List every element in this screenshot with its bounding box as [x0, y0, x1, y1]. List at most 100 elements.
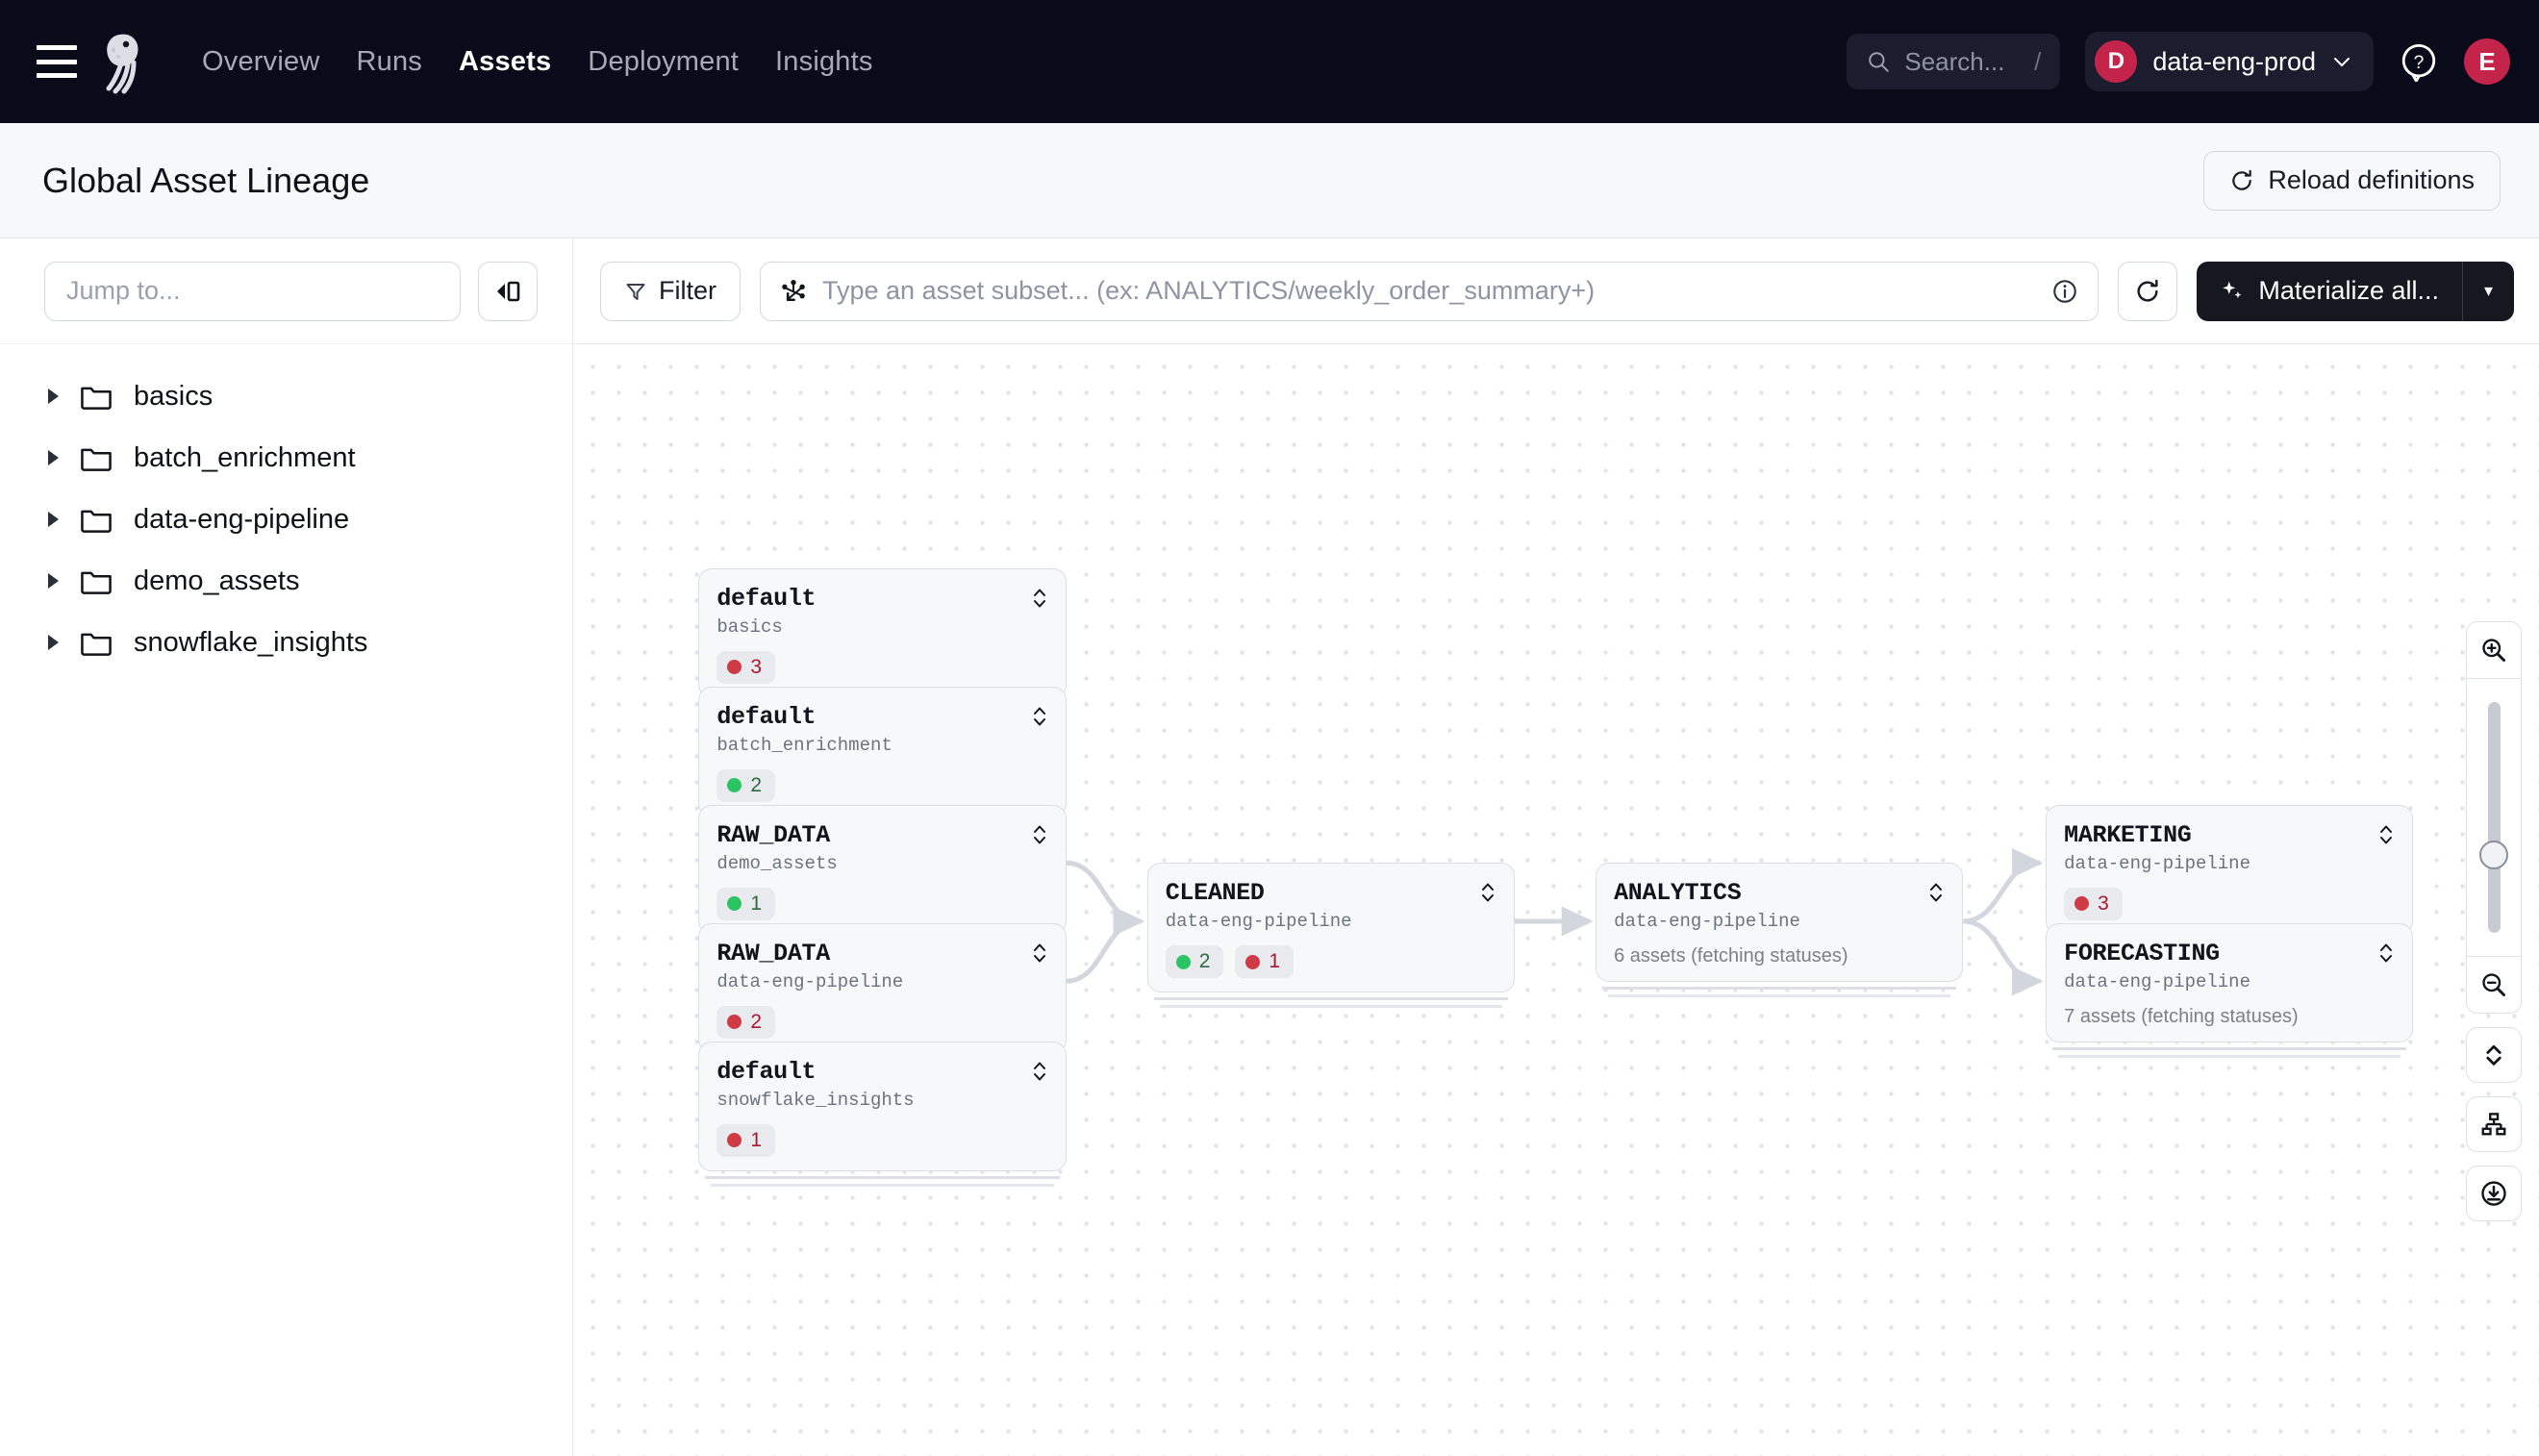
expand-collapse-all-button[interactable] — [2466, 1027, 2522, 1083]
node-status-badges: 1 — [716, 1123, 1045, 1157]
info-circle-icon[interactable] — [2051, 278, 2078, 305]
node-status-badges: 2 — [716, 1005, 1045, 1039]
refresh-graph-button[interactable] — [2118, 261, 2178, 321]
reload-definitions-button[interactable]: Reload definitions — [2203, 150, 2501, 211]
node-title: RAW_DATA — [716, 939, 830, 967]
sidebar-item-data-eng-pipeline[interactable]: data-eng-pipeline — [0, 489, 572, 550]
zoom-out-button[interactable] — [2467, 957, 2521, 1013]
sidebar-item-snowflake-insights[interactable]: snowflake_insights — [0, 612, 572, 673]
sidebar-item-demo-assets[interactable]: demo_assets — [0, 550, 572, 612]
jump-to-input[interactable] — [44, 261, 461, 321]
layout-direction-button[interactable] — [2466, 1096, 2522, 1152]
status-badge-count: 1 — [750, 891, 763, 915]
expand-triangle-icon[interactable] — [48, 635, 59, 650]
user-avatar[interactable]: E — [2464, 38, 2510, 85]
node-subtitle: data-eng-pipeline — [2064, 970, 2250, 992]
node-expand-collapse-icon[interactable] — [2377, 821, 2395, 848]
materialize-options-caret[interactable]: ▾ — [2462, 261, 2514, 321]
top-nav-right-cluster: Search... / D data-eng-prod ? E — [1847, 0, 2510, 123]
filter-label: Filter — [659, 276, 716, 305]
node-expand-collapse-icon[interactable] — [1031, 703, 1048, 730]
node-subtitle: batch_enrichment — [716, 734, 892, 756]
node-title: ANALYTICS — [1614, 879, 1742, 908]
lineage-edge — [1066, 860, 1145, 937]
zoom-controls-rail — [2466, 621, 2522, 1221]
organization-name: data-eng-prod — [2152, 46, 2316, 76]
node-expand-collapse-icon[interactable] — [1031, 1058, 1048, 1085]
node-subtitle: basics — [716, 615, 783, 638]
sidebar-jump-bar — [0, 238, 572, 344]
status-badge-red[interactable]: 2 — [716, 1005, 776, 1039]
sidebar-item-label: snowflake_insights — [134, 626, 368, 658]
zoom-slider-track — [2487, 702, 2501, 933]
asset-subset-input[interactable]: Type an asset subset... (ex: ANALYTICS/w… — [760, 261, 2099, 321]
zoom-in-button[interactable] — [2467, 622, 2521, 678]
filter-button[interactable]: Filter — [600, 261, 741, 321]
organization-selector[interactable]: D data-eng-prod — [2085, 32, 2374, 91]
sidebar-item-batch-enrichment[interactable]: batch_enrichment — [0, 427, 572, 489]
zoom-slider-thumb[interactable] — [2479, 841, 2508, 869]
download-graph-button[interactable] — [2466, 1166, 2522, 1221]
node-status-badges: 3 — [716, 650, 1045, 684]
node-expand-collapse-icon[interactable] — [1031, 940, 1048, 966]
expand-triangle-icon[interactable] — [48, 389, 59, 404]
lineage-edge — [1066, 906, 1145, 984]
sparkle-icon — [2223, 281, 2242, 298]
nav-link-deployment[interactable]: Deployment — [588, 45, 740, 77]
materialize-all-button[interactable]: Materialize all... — [2197, 261, 2462, 321]
status-badge-red[interactable]: 1 — [716, 1123, 776, 1157]
materialize-all-group: Materialize all... ▾ — [2197, 261, 2514, 321]
nav-link-insights[interactable]: Insights — [775, 45, 873, 77]
zoom-slider[interactable] — [2467, 679, 2521, 956]
node-title: RAW_DATA — [716, 820, 830, 849]
page-header: Global Asset Lineage Reload definitions — [0, 123, 2539, 238]
status-badge-green[interactable]: 2 — [1165, 945, 1224, 979]
node-status-badges: 1 — [716, 887, 1045, 920]
status-badge-green[interactable]: 1 — [716, 887, 776, 920]
hamburger-icon[interactable] — [37, 45, 77, 78]
status-badge-green[interactable]: 2 — [716, 768, 776, 802]
expand-triangle-icon[interactable] — [48, 450, 59, 465]
status-badge-red[interactable]: 1 — [1235, 945, 1295, 979]
asset-group-node-demo-assets-raw-data[interactable]: RAW_DATA demo_assets 1 — [698, 804, 1067, 950]
help-icon[interactable]: ? — [2399, 41, 2439, 82]
search-icon — [1869, 52, 1890, 72]
node-title: MARKETING — [2064, 820, 2192, 849]
status-badge-red[interactable]: 3 — [716, 650, 776, 684]
node-expand-collapse-icon[interactable] — [1031, 821, 1048, 848]
nav-link-runs[interactable]: Runs — [356, 45, 422, 77]
nav-link-assets[interactable]: Assets — [458, 45, 552, 77]
collapse-sidebar-button[interactable] — [478, 261, 538, 321]
node-subtitle: demo_assets — [716, 852, 838, 874]
sidebar-item-basics[interactable]: basics — [0, 365, 572, 427]
expand-triangle-icon[interactable] — [48, 512, 59, 527]
status-badge-red[interactable]: 3 — [2064, 887, 2123, 920]
nav-link-overview[interactable]: Overview — [202, 45, 320, 77]
node-expand-collapse-icon[interactable] — [1031, 585, 1048, 612]
search-shortcut-hint: / — [2034, 46, 2042, 76]
node-status-badges: 3 — [2064, 887, 2393, 920]
dagster-logo[interactable] — [100, 27, 167, 96]
status-dot-red-icon — [727, 1133, 742, 1148]
node-expand-collapse-icon[interactable] — [1927, 879, 1945, 906]
node-title: default — [716, 584, 817, 613]
node-expand-collapse-icon[interactable] — [1479, 879, 1496, 906]
graph-toolbar: Filter Type an asset subset... (ex: ANAL… — [573, 238, 2539, 344]
lineage-graph-pane: Filter Type an asset subset... (ex: ANAL… — [573, 238, 2539, 1456]
node-expand-collapse-icon[interactable] — [2377, 940, 2395, 966]
refresh-icon — [2232, 169, 2252, 190]
global-search-input[interactable]: Search... / — [1847, 34, 2061, 89]
sidebar-item-label: demo_assets — [134, 565, 300, 596]
expand-triangle-icon[interactable] — [48, 573, 59, 589]
folder-icon — [81, 633, 112, 656]
